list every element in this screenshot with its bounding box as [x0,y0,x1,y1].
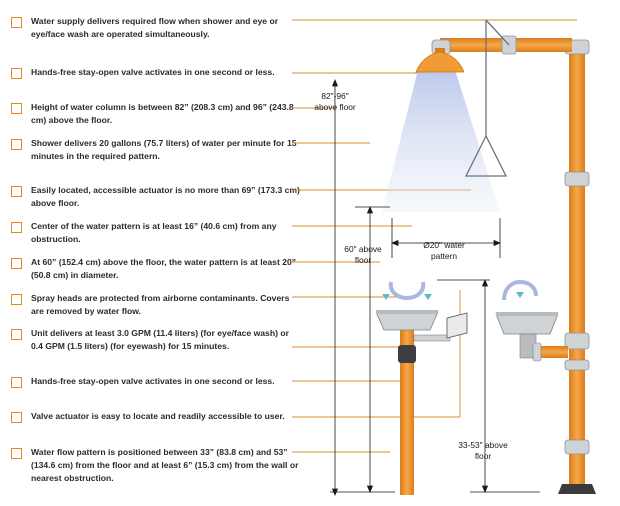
eyewash-nozzle [516,292,524,298]
checklist-text: Unit delivers at least 3.0 GPM (11.4 lit… [31,328,289,351]
dimension-60 [355,205,390,494]
eyewash-pipe [400,330,414,495]
eyewash-branch-pipe [534,346,568,358]
checkbox[interactable] [11,294,22,305]
checklist-text: Hands-free stay-open valve activates in … [31,67,275,77]
label-82-96-above-floor: 82"-96" above floor [314,91,356,112]
pipe-fitting [564,332,590,350]
checkbox[interactable] [11,103,22,114]
pull-rod-actuator [464,19,510,177]
checklist-text: Center of the water pattern is at least … [31,221,277,244]
dimension-82-96 [330,78,395,497]
pipe-fitting [564,171,590,187]
checkbox[interactable] [11,186,22,197]
checkbox[interactable] [11,412,22,423]
eyewash-bowl-rim [376,310,438,314]
eyewash-unit-side [495,279,568,362]
shower-head [415,51,465,73]
eyewash-nozzle [382,294,390,300]
eyewash-bowl-rim [496,312,558,316]
eyewash-spray [502,279,538,301]
checkbox[interactable] [11,222,22,233]
floor-flange [558,484,596,494]
checkbox[interactable] [11,17,22,28]
label-33-53-above-floor: 33-53" above floor [458,440,508,461]
checklist-text: Height of water column is between 82” (2… [31,102,294,125]
dimension-33-53 [437,278,540,494]
checklist-text: At 60” (152.4 cm) above the floor, the w… [31,257,297,280]
pipe-fitting [532,342,542,362]
supply-pipe [569,45,585,485]
checklist-text: Spray heads are protected from airborne … [31,293,290,316]
checkbox[interactable] [11,139,22,150]
eyewash-nozzle [424,294,432,300]
checklist-text: Water supply delivers required flow when… [31,16,279,39]
checkbox[interactable] [11,68,22,79]
checkbox[interactable] [11,258,22,269]
eyewash-supply-connector [413,334,451,342]
eyewash-bowl [495,313,559,335]
checklist-text: Easily located, accessible actuator is n… [31,185,300,208]
pipe-fitting [564,359,590,371]
checklist-text: Valve actuator is easy to locate and rea… [31,411,285,421]
water-spray-pattern [382,70,500,212]
label-60-above-floor: 60" above floor [344,244,382,265]
eyewash-spray [388,281,426,301]
checkbox[interactable] [11,329,22,340]
checklist-text: Hands-free stay-open valve activates in … [31,376,275,386]
label-pattern-diameter: Ø20" water pattern [423,240,465,261]
push-flag-actuator [446,312,468,339]
pipe-fitting [564,439,590,455]
eyewash-valve [398,345,416,363]
eyewash-unit-front [375,281,468,495]
checklist-text: Water flow pattern is positioned between… [31,447,299,483]
eyewash-bowl [375,311,439,331]
checklist-text: Shower delivers 20 gallons (75.7 liters)… [31,138,297,161]
checkbox[interactable] [11,448,22,459]
checkbox[interactable] [11,377,22,388]
dimension-pattern-width [390,218,502,258]
